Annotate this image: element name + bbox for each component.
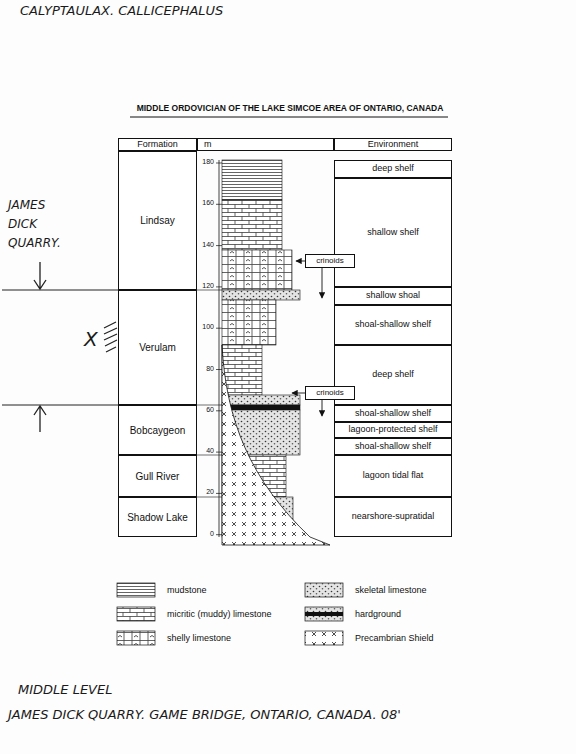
cell-text: lagoon tidal flat [363, 471, 424, 481]
strata-cell: Lindsay [118, 151, 197, 290]
cell-text: Lindsay [140, 215, 174, 226]
handwritten-note: JAMES DICK QUARRY. [8, 196, 78, 253]
scale-number: 40 [192, 447, 214, 455]
legend-text: Precambrian Shield [355, 633, 434, 643]
legend-swatch [305, 631, 343, 645]
legend-swatch [117, 583, 155, 597]
cell-text: shoal-shallow shelf [355, 442, 431, 452]
cell-text: crinoids [316, 257, 344, 266]
strata-cell: shoal-shallow shelf [334, 405, 452, 422]
scale-number: 20 [192, 488, 214, 496]
callout-box: crinoids [305, 254, 355, 268]
legend-text: mudstone [167, 585, 207, 595]
scale-number: 120 [192, 282, 214, 290]
scale-number: 180 [192, 158, 214, 166]
strata-cell: nearshore-supratidal [334, 497, 452, 537]
title: MIDDLE ORDOVICIAN OF THE LAKE SIMCOE ARE… [120, 103, 460, 113]
cell-text: deep shelf [372, 370, 414, 380]
cell-text: Verulam [139, 342, 176, 353]
legend-text: skeletal limestone [355, 585, 427, 595]
strata-cell: shoal-shallow shelf [334, 305, 452, 345]
cell-text: shoal-shallow shelf [355, 320, 431, 330]
cell-text: shoal-shallow shelf [355, 409, 431, 419]
legend-swatch [305, 583, 343, 597]
handwritten-note: CALYPTAULAX. CALLICEPHALUS [20, 4, 320, 18]
cell-text: nearshore-supratidal [352, 512, 435, 522]
strata-cell: shallow shoal [334, 287, 452, 305]
cell-text: shallow shoal [366, 291, 420, 301]
legend-text: micritic (muddy) limestone [167, 609, 272, 619]
cell-text: shallow shelf [367, 228, 419, 238]
legend-text: hardground [355, 609, 401, 619]
cell-text: deep shelf [372, 164, 414, 174]
legend-swatch [117, 631, 155, 645]
header-cell: m [197, 138, 334, 151]
cell-text: crinoids [316, 389, 344, 398]
legend-swatch [305, 607, 343, 621]
cell-text: Shadow Lake [127, 512, 188, 523]
cell-text: m [204, 140, 212, 150]
header-cell: Formation [118, 138, 197, 151]
strata-cell: shallow shelf [334, 178, 452, 287]
handwritten-note: JAMES DICK QUARRY. GAME BRIDGE, ONTARIO,… [8, 708, 568, 722]
scale-number: 60 [192, 406, 214, 414]
strata-cell: shoal-shallow shelf [334, 438, 452, 455]
scale-number: 160 [192, 199, 214, 207]
scale-number: 80 [192, 365, 214, 373]
strata-cell: Verulam [118, 290, 197, 405]
strata-cell: lagoon tidal flat [334, 455, 452, 497]
scale-number: 100 [192, 323, 214, 331]
strata-cell: Bobcaygeon [118, 405, 197, 455]
cell-text: lagoon-protected shelf [348, 425, 437, 435]
cell-text: Environment [368, 140, 419, 150]
scale-number: 140 [192, 241, 214, 249]
strata-cell: deep shelf [334, 160, 452, 178]
callout-box: crinoids [305, 386, 355, 400]
strata-cell: Gull River [118, 455, 197, 497]
handwritten-note: X [84, 328, 104, 350]
cell-text: Gull River [136, 471, 180, 482]
handwritten-note: MIDDLE LEVEL [18, 683, 318, 697]
strata-cell: lagoon-protected shelf [334, 422, 452, 438]
legend-swatch [117, 607, 155, 621]
scale-number: 0 [192, 530, 214, 538]
cell-text: Bobcaygeon [130, 425, 186, 436]
legend-text: shelly limestone [167, 633, 231, 643]
header-cell: Environment [334, 138, 452, 151]
strata-cell: Shadow Lake [118, 497, 197, 537]
cell-text: Formation [137, 140, 178, 150]
